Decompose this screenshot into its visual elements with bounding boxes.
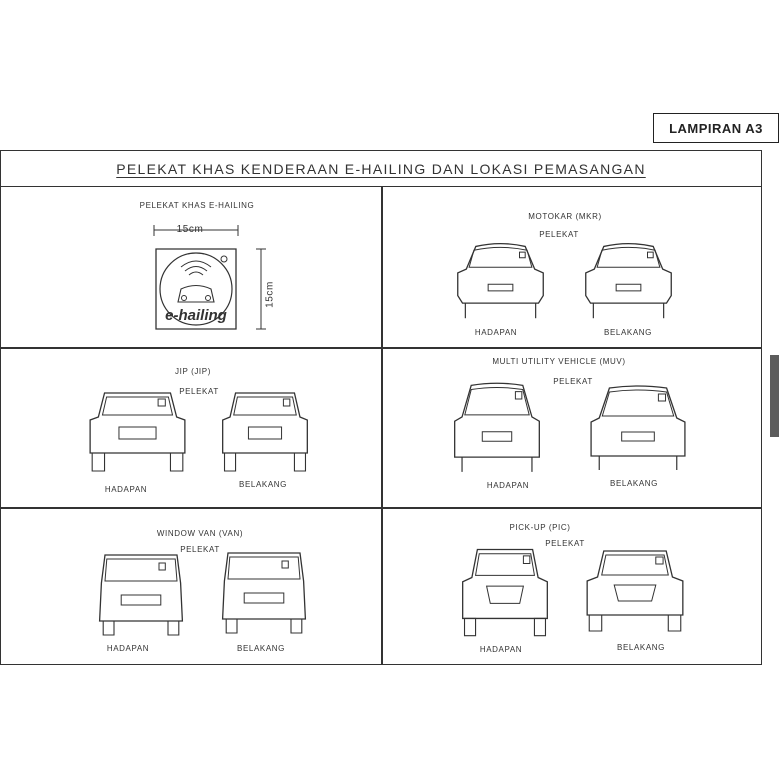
muv-pelekat-label: PELEKAT: [553, 377, 593, 386]
muv-panel: MULTI UTILITY VEHICLE (MUV) PELEKAT HADA…: [381, 347, 761, 507]
muv-rear-icon: [587, 382, 689, 472]
jip-title: JIP (JIP): [175, 367, 211, 376]
van-front-icon: [96, 549, 186, 639]
sticker-panel: PELEKAT KHAS E-HAILING 15cm 15cm e-haili…: [1, 187, 381, 347]
row-divider-right-1: [381, 347, 761, 349]
jip-front-label: HADAPAN: [104, 485, 148, 494]
row-divider-left-1: [1, 347, 381, 349]
sticker-diagram: [151, 222, 281, 342]
document-header: PELEKAT KHAS KENDERAAN E-HAILING DAN LOK…: [1, 151, 761, 187]
pickup-front-label: HADAPAN: [479, 645, 523, 654]
jip-panel: JIP (JIP) PELEKAT HADAPAN BELAKANG: [1, 347, 381, 507]
sticker-logo-text: e-hailing: [165, 307, 227, 324]
jip-front-icon: [86, 385, 189, 475]
lampiran-label: LAMPIRAN A3: [653, 113, 779, 143]
sticker-heading: PELEKAT KHAS E-HAILING: [139, 201, 255, 210]
van-rear-label: BELAKANG: [237, 644, 285, 653]
sticker-height-label: 15cm: [264, 281, 276, 308]
motokar-front-icon: [453, 237, 548, 322]
next-arrow-button[interactable]: ›: [770, 355, 779, 437]
column-divider: [381, 187, 383, 664]
muv-front-label: HADAPAN: [486, 481, 530, 490]
jip-rear-label: BELAKANG: [239, 480, 287, 489]
muv-title: MULTI UTILITY VEHICLE (MUV): [492, 357, 626, 366]
motokar-pelekat-label: PELEKAT: [539, 230, 579, 239]
motokar-title: MOTOKAR (MKR): [528, 212, 602, 221]
muv-rear-label: BELAKANG: [610, 479, 658, 488]
van-pelekat-label: PELEKAT: [180, 545, 220, 554]
van-panel: WINDOW VAN (VAN) PELEKAT HADAPAN BELAKAN…: [1, 507, 381, 664]
pickup-pelekat-label: PELEKAT: [545, 539, 585, 548]
pickup-front-icon: [459, 543, 551, 640]
van-title: WINDOW VAN (VAN): [156, 529, 244, 538]
van-front-label: HADAPAN: [106, 644, 150, 653]
jip-rear-icon: [219, 385, 311, 475]
van-rear-icon: [219, 547, 309, 637]
document-title: PELEKAT KHAS KENDERAAN E-HAILING DAN LOK…: [116, 160, 646, 177]
row-divider-left-2: [1, 507, 381, 509]
jip-pelekat-label: PELEKAT: [179, 387, 219, 396]
motokar-rear-icon: [581, 237, 676, 322]
row-divider-right-2: [381, 507, 761, 509]
pickup-title: PICK-UP (PIC): [509, 523, 571, 532]
motokar-panel: MOTOKAR (MKR) PELEKAT HADAPAN BELAKANG: [381, 187, 761, 347]
pickup-panel: PICK-UP (PIC) PELEKAT HADAPAN BELAKANG: [381, 507, 761, 664]
pickup-rear-icon: [583, 545, 687, 635]
motokar-rear-label: BELAKANG: [604, 328, 652, 337]
document-sheet: PELEKAT KHAS KENDERAAN E-HAILING DAN LOK…: [0, 150, 762, 665]
sticker-width-label: 15cm: [176, 224, 204, 235]
muv-front-icon: [451, 379, 543, 474]
motokar-front-label: HADAPAN: [474, 328, 518, 337]
pickup-rear-label: BELAKANG: [617, 643, 665, 652]
